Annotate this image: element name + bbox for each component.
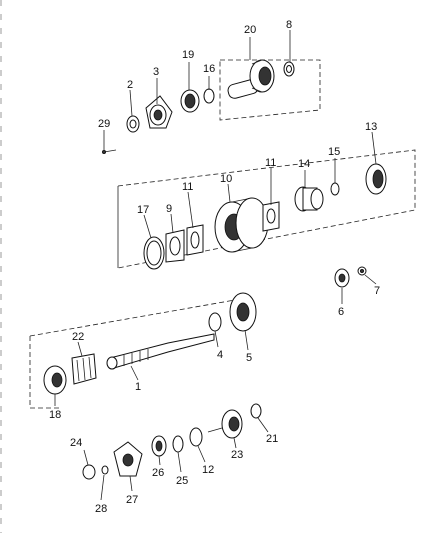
callout-20: 20 <box>244 24 256 36</box>
upper-section-outline <box>219 59 321 121</box>
part-16-snap-ring <box>203 88 215 104</box>
part-28-washer <box>101 465 109 475</box>
callout-5: 5 <box>246 352 252 364</box>
callout-9: 9 <box>166 203 172 215</box>
part-22-bearing <box>71 353 97 385</box>
callout-26: 26 <box>152 467 164 479</box>
part-29-pin <box>102 149 117 154</box>
callout-14: 14 <box>298 158 310 170</box>
part-26-bearing <box>151 435 167 457</box>
part-10-planetary-carrier <box>214 197 269 253</box>
callout-13: 13 <box>365 121 377 133</box>
part-2-ring <box>126 115 140 133</box>
callout-labels: 20 8 19 16 3 2 29 13 15 14 11 10 11 9 17… <box>49 19 380 515</box>
callout-16: 16 <box>203 63 215 75</box>
part-24-nut <box>82 464 96 480</box>
lower-section-outline <box>29 299 236 409</box>
part-11-gasket-right <box>262 201 280 232</box>
callout-15: 15 <box>328 146 340 158</box>
part-5-retainer <box>229 292 257 332</box>
part-6-washer <box>334 268 350 288</box>
part-7-nut <box>357 266 367 276</box>
callout-1: 1 <box>135 381 141 393</box>
part-18-gear <box>43 365 67 395</box>
callout-2: 2 <box>127 79 133 91</box>
callout-7: 7 <box>374 285 380 297</box>
callout-18: 18 <box>49 409 61 421</box>
leader-lines <box>54 30 377 501</box>
callout-23: 23 <box>231 449 243 461</box>
callout-11-right: 11 <box>265 157 276 169</box>
callout-17: 17 <box>137 204 149 216</box>
part-9-gasket <box>165 229 185 263</box>
part-11-gasket-left <box>186 224 204 256</box>
part-4-ring <box>208 312 222 332</box>
part-14-sun-gear <box>294 186 324 212</box>
callout-3: 3 <box>153 66 159 78</box>
part-12-ring <box>189 427 203 447</box>
callout-27: 27 <box>126 494 138 506</box>
callout-29: 29 <box>98 118 110 130</box>
callout-4: 4 <box>217 349 223 361</box>
part-8-ring <box>283 61 295 77</box>
part-19-bearing <box>180 89 200 113</box>
part-21-nut <box>250 403 262 419</box>
part-20-output-shaft <box>227 59 275 99</box>
callout-22: 22 <box>72 331 84 343</box>
part-13-ring-gear <box>365 163 387 195</box>
callout-28: 28 <box>95 503 107 515</box>
part-25-snap-ring <box>172 435 184 453</box>
part-1-input-shaft <box>106 333 215 370</box>
callout-25: 25 <box>176 475 188 487</box>
callout-24: 24 <box>70 437 82 449</box>
part-17-ring <box>143 236 165 270</box>
part-15-ring <box>330 182 340 196</box>
page-edge-marks <box>0 0 2 533</box>
callout-10: 10 <box>220 173 232 185</box>
callout-19: 19 <box>182 49 194 61</box>
part-3-retainer <box>145 95 173 129</box>
callout-8: 8 <box>286 19 292 31</box>
part-27-yoke <box>113 441 143 477</box>
callout-12: 12 <box>202 464 214 476</box>
middle-section-outline <box>117 149 416 269</box>
callout-6: 6 <box>338 306 344 318</box>
callout-21: 21 <box>266 433 278 445</box>
callout-11-left: 11 <box>182 181 193 193</box>
part-23-gear-shaft <box>207 409 243 439</box>
